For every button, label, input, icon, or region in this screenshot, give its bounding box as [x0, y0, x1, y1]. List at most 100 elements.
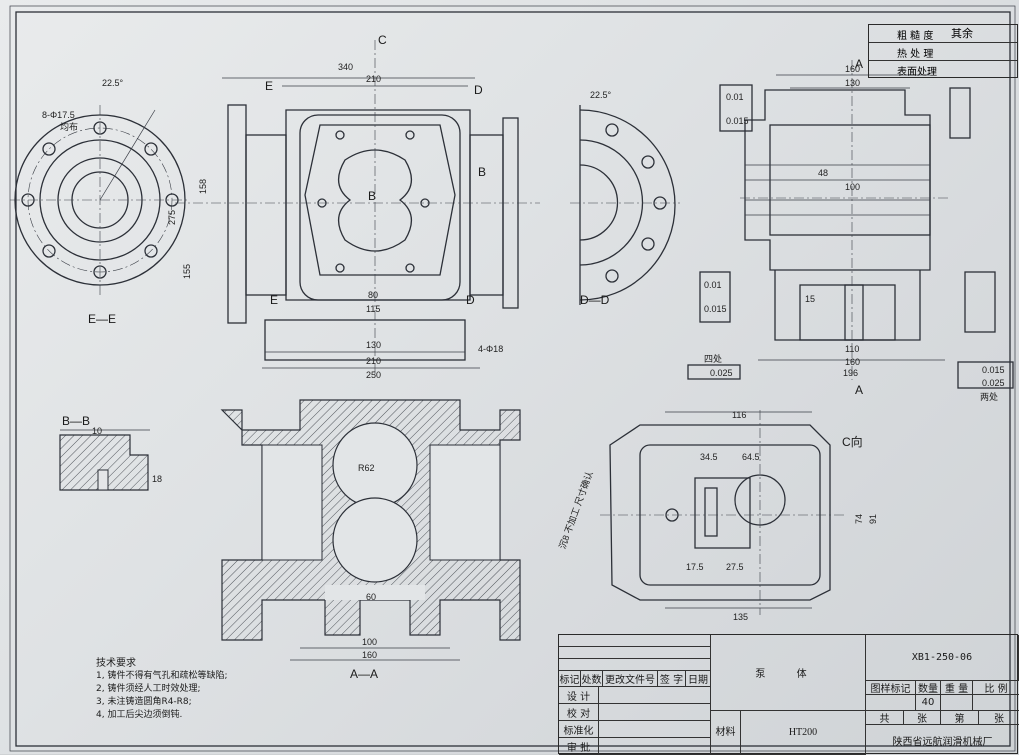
tolerance-5: 0.025: [710, 368, 733, 378]
dim-side-160-bottom: 160: [845, 357, 860, 367]
c-dim-74: 74: [854, 514, 864, 524]
sheet-index-unit: 张: [979, 711, 1019, 725]
view-title-b-b: B—B: [62, 414, 90, 428]
sheet-index-label: 第: [941, 711, 979, 725]
view-side: 160 130 110 160 196 100 48 15 A A 0.01 0…: [687, 57, 1014, 402]
dim-158: 158: [198, 179, 208, 194]
section-marker-b-right: B: [478, 165, 486, 179]
dim-side-100: 100: [845, 182, 860, 192]
approval-check: 校 对: [559, 704, 599, 721]
dim-side-48: 48: [818, 168, 828, 178]
drawing-number: XB1-250-06: [866, 635, 1019, 681]
tolerance-6: 0.015: [982, 365, 1005, 375]
hole-spec-label: 8-Φ17.5: [42, 110, 75, 120]
c-dim-116: 116: [732, 410, 746, 420]
note-item: 1, 铸件不得有气孔和疏松等缺陷;: [96, 671, 228, 681]
title-block: 标记 处数 更改文件号 签 字 日期 设 计 校 对 标准化 审 批 泵 体 材…: [558, 634, 1019, 755]
four-places-label: 四处: [704, 353, 722, 364]
roughness-label: 粗 糙 度: [897, 31, 934, 42]
c-dim-135: 135: [733, 612, 748, 622]
roughness-row: 粗 糙 度 其余: [869, 25, 1017, 43]
c-dim-64-5: 64.5: [742, 452, 760, 462]
note-item: 4, 加工后尖边须倒钝.: [96, 710, 183, 720]
dim-210-top: 210: [366, 74, 381, 84]
bb-dim-10: 10: [92, 426, 102, 436]
dim-side-196: 196: [843, 368, 858, 378]
dim-80: 80: [368, 290, 378, 300]
section-marker-d-bottom: D: [466, 293, 475, 307]
aa-dim-160: 160: [362, 650, 377, 660]
aa-dim-60: 60: [366, 592, 376, 602]
c-dim-91: 91: [868, 514, 878, 524]
dim-115: 115: [366, 304, 380, 314]
handwritten-note: 沉8 不加工 尺寸确认: [556, 470, 594, 551]
approval-standard: 标准化: [559, 721, 599, 738]
company-name: 陕西省远航润滑机械厂: [892, 736, 993, 748]
technical-requirements: 技术要求 1, 铸件不得有气孔和疏松等缺陷; 2, 铸件须经人工时效处理; 3,…: [96, 657, 296, 722]
view-b-b: B—B 10 18: [59, 414, 162, 491]
angle-label: 22.5°: [102, 78, 124, 88]
dim-130: 130: [366, 340, 381, 350]
dim-side-110: 110: [845, 344, 859, 354]
view-c: 116 34.5 64.5 135 17.5 27.5 74 91 C向: [600, 410, 878, 622]
outer-border: [9, 5, 1016, 752]
section-marker-b-center: B: [368, 189, 376, 203]
view-main: 340 210 130 210 250 80 115 4-Φ18 275 155…: [167, 33, 540, 380]
dim-155: 155: [182, 264, 192, 279]
dim-4-phi18: 4-Φ18: [478, 344, 503, 354]
roughness-box: 粗 糙 度 其余 热 处 理 表面处理: [868, 24, 1018, 78]
header-mark: 标记: [559, 671, 581, 687]
dim-side-160-top: 160: [845, 64, 860, 74]
heat-treatment-label: 热 处 理: [897, 49, 934, 60]
section-marker-d-top: D: [474, 83, 483, 97]
sheet-total-label: 共: [866, 711, 904, 725]
c-dim-17-5: 17.5: [686, 562, 704, 572]
section-marker-e-top: E: [265, 79, 273, 93]
sheet-total-unit: 张: [904, 711, 941, 725]
section-marker-a-bottom: A: [855, 383, 863, 397]
info-weight: 重 量: [941, 681, 973, 695]
tolerance-2: 0.015: [726, 116, 749, 126]
dim-side-130: 130: [845, 78, 860, 88]
note-item: 3, 未注铸造圆角R4-R8;: [96, 697, 192, 707]
approval-approve: 审 批: [559, 738, 599, 755]
view-title-d-d: D—D: [580, 293, 610, 307]
two-places-label: 两处: [980, 391, 998, 402]
surface-treatment-label: 表面处理: [897, 67, 937, 78]
inner-border: [15, 11, 1011, 747]
section-marker-a-top: A: [855, 57, 863, 71]
info-drawing-mark: 图样标记: [866, 681, 916, 695]
angle-label-dd: 22.5°: [590, 90, 612, 100]
view-e-e: 22.5° 8-Φ17.5 均布 E—E: [10, 78, 190, 326]
dim-275: 275: [167, 210, 177, 225]
tolerance-1: 0.01: [726, 92, 744, 102]
dim-340: 340: [338, 62, 353, 72]
notes-title: 技术要求: [96, 658, 136, 669]
aa-dim-100: 100: [362, 637, 377, 647]
note-item: 2, 铸件须经人工时效处理;: [96, 684, 201, 694]
header-count: 处数: [581, 671, 603, 687]
dim-210-bottom: 210: [366, 356, 381, 366]
surface-treatment-row: 表面处理: [869, 61, 1017, 79]
header-date: 日期: [686, 671, 711, 687]
view-d-d: 22.5° D—D: [570, 90, 680, 307]
c-dim-34-5: 34.5: [700, 452, 718, 462]
c-dim-27-5: 27.5: [726, 562, 744, 572]
dim-side-15: 15: [805, 294, 815, 304]
bb-dim-18: 18: [152, 474, 162, 484]
material-label: 材料: [711, 711, 741, 755]
approval-design: 设 计: [559, 687, 599, 704]
info-scale: 比 例: [973, 681, 1019, 695]
view-title-a-a: A—A: [350, 667, 378, 681]
quantity-value: 40: [916, 695, 941, 711]
part-name: 泵 体: [711, 635, 866, 711]
tolerance-7: 0.025: [982, 378, 1005, 388]
dim-250: 250: [366, 370, 381, 380]
view-title-e-e: E—E: [88, 312, 116, 326]
header-change-doc: 更改文件号: [603, 671, 658, 687]
tolerance-3: 0.01: [704, 280, 722, 290]
info-quantity: 数量: [916, 681, 941, 695]
header-sign: 签 字: [658, 671, 686, 687]
